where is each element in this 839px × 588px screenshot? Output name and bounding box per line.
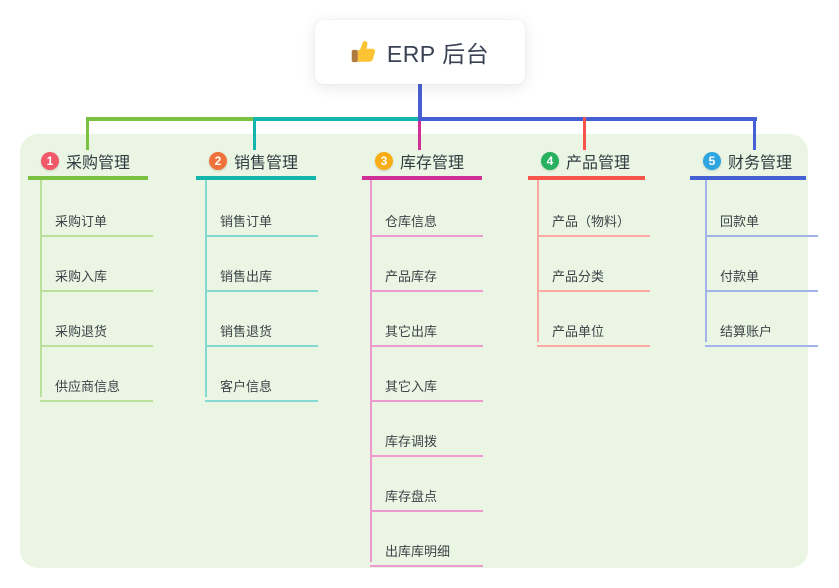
branch-spine [705, 180, 707, 342]
child-node-label: 其它出库 [385, 324, 438, 339]
branch-underline [690, 176, 806, 180]
child-node-label: 采购订单 [55, 214, 108, 229]
connector-line [86, 117, 255, 121]
child-node-label: 库存调拨 [385, 434, 438, 449]
child-node[interactable]: 仓库信息 [370, 200, 483, 237]
branch-underline [528, 176, 645, 180]
branch-number-badge: 3 [375, 152, 393, 170]
child-node-label: 产品分类 [552, 269, 605, 284]
child-node-label: 产品单位 [552, 324, 605, 339]
child-node-label: 产品（物料） [552, 214, 631, 229]
child-node-label: 销售订单 [220, 214, 273, 229]
child-node-label: 产品库存 [385, 269, 438, 284]
child-node[interactable]: 采购订单 [40, 200, 153, 237]
branch-drop-line [86, 117, 89, 150]
child-node[interactable]: 销售订单 [205, 200, 318, 237]
child-node-label: 销售退货 [220, 324, 273, 339]
child-node[interactable]: 供应商信息 [40, 365, 153, 402]
child-node[interactable]: 采购退货 [40, 310, 153, 347]
child-node[interactable]: 回款单 [705, 200, 818, 237]
child-node[interactable]: 其它出库 [370, 310, 483, 347]
branch-underline [196, 176, 316, 180]
branch-number-badge: 4 [541, 152, 559, 170]
child-node[interactable]: 采购入库 [40, 255, 153, 292]
branch-underline [362, 176, 482, 180]
branch-drop-line [253, 117, 256, 150]
child-node-label: 销售出库 [220, 269, 273, 284]
child-node-label: 采购退货 [55, 324, 108, 339]
child-node-label: 出库库明细 [385, 544, 451, 559]
branch-drop-line [418, 121, 421, 150]
child-node-label: 客户信息 [220, 379, 273, 394]
branch-spine [40, 180, 42, 397]
branch-number-badge: 1 [41, 152, 59, 170]
child-node-label: 库存盘点 [385, 489, 438, 504]
root-drop-line [418, 84, 422, 121]
child-node[interactable]: 客户信息 [205, 365, 318, 402]
child-node-label: 结算账户 [720, 324, 773, 339]
child-node[interactable]: 库存盘点 [370, 475, 483, 512]
child-node[interactable]: 付款单 [705, 255, 818, 292]
branch-label: 产品管理 [566, 155, 631, 172]
branch-label: 库存管理 [400, 155, 465, 172]
branch-label: 采购管理 [66, 155, 131, 172]
child-node[interactable]: 产品库存 [370, 255, 483, 292]
branch-spine [537, 180, 539, 342]
branch-number-badge: 5 [703, 152, 721, 170]
branch-node-1[interactable]: 1 采购管理 [28, 146, 148, 176]
mindmap-background-panel [20, 134, 808, 568]
connector-line [255, 117, 420, 121]
branch-number-badge: 2 [209, 152, 227, 170]
branch-label: 销售管理 [234, 155, 299, 172]
child-node-label: 供应商信息 [55, 379, 121, 394]
thumbs-up-icon [351, 39, 377, 65]
child-node[interactable]: 出库库明细 [370, 530, 483, 567]
branch-spine [205, 180, 207, 397]
child-node[interactable]: 销售出库 [205, 255, 318, 292]
root-node-label: ERP 后台 [386, 41, 490, 67]
child-node-label: 其它入库 [385, 379, 438, 394]
child-node-label: 采购入库 [55, 269, 108, 284]
branch-node-5[interactable]: 5 财务管理 [690, 146, 806, 176]
connector-line [418, 117, 757, 121]
child-node-label: 仓库信息 [385, 214, 438, 229]
child-node[interactable]: 其它入库 [370, 365, 483, 402]
root-node-erp[interactable]: ERP 后台 [315, 20, 525, 84]
child-node[interactable]: 结算账户 [705, 310, 818, 347]
child-node[interactable]: 库存调拨 [370, 420, 483, 457]
child-node-label: 付款单 [720, 269, 760, 284]
child-node-label: 回款单 [720, 214, 760, 229]
branch-underline [28, 176, 148, 180]
child-node[interactable]: 销售退货 [205, 310, 318, 347]
branch-node-3[interactable]: 3 库存管理 [362, 146, 482, 176]
branch-label: 财务管理 [728, 155, 793, 172]
branch-drop-line [583, 117, 586, 150]
child-node[interactable]: 产品分类 [537, 255, 650, 292]
child-node[interactable]: 产品（物料） [537, 200, 650, 237]
branch-drop-line [753, 117, 756, 150]
branch-node-2[interactable]: 2 销售管理 [196, 146, 316, 176]
child-node[interactable]: 产品单位 [537, 310, 650, 347]
branch-spine [370, 180, 372, 562]
branch-node-4[interactable]: 4 产品管理 [528, 146, 645, 176]
